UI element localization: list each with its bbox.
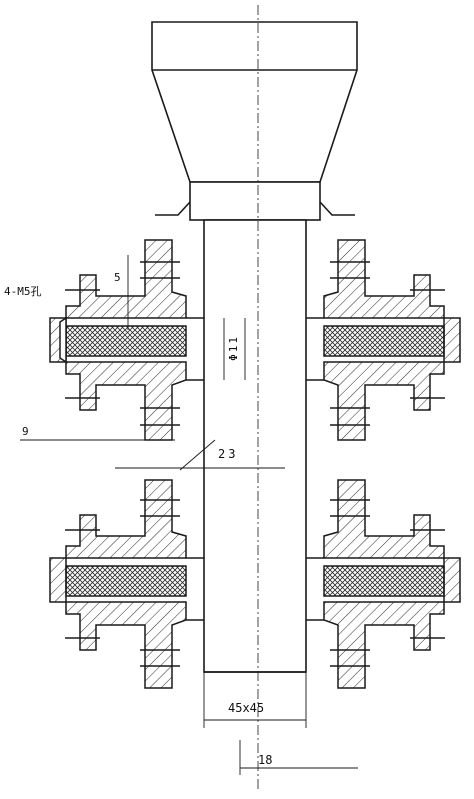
dim-23-label: 23 [218, 447, 239, 461]
dim-5-label: 5 [114, 271, 121, 284]
dim-9-label: 9 [22, 425, 29, 438]
dim-phi11-label: Φ11 [227, 335, 240, 361]
dim-18-label: 18 [258, 753, 273, 767]
lower-right-tee [306, 479, 461, 689]
lower-left-tee [49, 479, 204, 689]
collar-chamfer-left [155, 201, 191, 216]
upper-right-tee [306, 239, 461, 441]
dim-45x45-label: 45x45 [228, 701, 265, 715]
hole-note-label: 4-M5孔 [4, 285, 42, 298]
collar-chamfer-right [319, 201, 355, 216]
hopper-collar [189, 181, 321, 221]
dim-23-slant [179, 439, 216, 471]
center-column [203, 219, 307, 673]
upper-left-tee [49, 239, 204, 441]
hopper-funnel [151, 21, 358, 183]
